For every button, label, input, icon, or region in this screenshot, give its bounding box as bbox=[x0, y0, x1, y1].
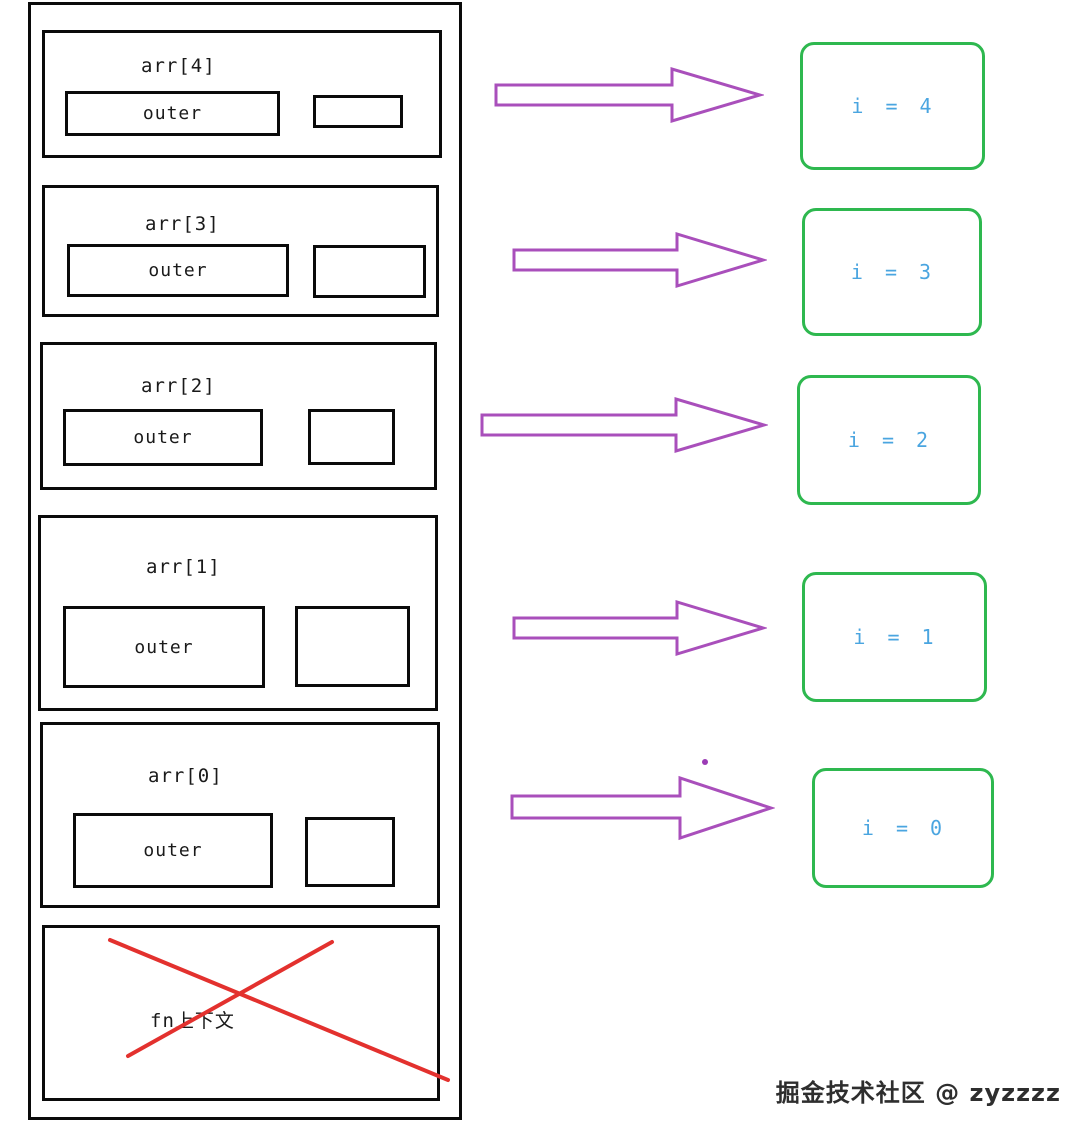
result-box-i4: i = 4 bbox=[800, 42, 985, 170]
stack-frame-arr4: arr[4] outer bbox=[42, 30, 442, 158]
result-label: i = 0 bbox=[861, 816, 945, 840]
outer-scope-box: outer bbox=[63, 409, 263, 466]
outer-scope-box: outer bbox=[63, 606, 265, 688]
result-label: i = 4 bbox=[851, 94, 934, 118]
empty-slot-box bbox=[305, 817, 395, 887]
result-label: i = 2 bbox=[847, 428, 931, 452]
empty-slot-box bbox=[308, 409, 395, 465]
arrow-right-icon bbox=[512, 231, 767, 289]
result-box-i0: i = 0 bbox=[812, 768, 994, 888]
arrow-right-icon bbox=[512, 599, 767, 657]
frame-label-arr2: arr[2] bbox=[141, 375, 216, 397]
result-box-i2: i = 2 bbox=[797, 375, 981, 505]
arrow-right-icon bbox=[480, 396, 768, 454]
outer-scope-label: outer bbox=[143, 840, 203, 861]
watermark-text: 掘金技术社区 @ zyzzzz bbox=[775, 1079, 1061, 1107]
result-box-i1: i = 1 bbox=[802, 572, 987, 702]
stack-frame-arr2: arr[2] outer bbox=[40, 342, 437, 490]
outer-scope-box: outer bbox=[65, 91, 280, 136]
empty-slot-box bbox=[313, 95, 403, 128]
stack-frame-arr1: arr[1] outer bbox=[38, 515, 438, 711]
stack-frame-arr0: arr[0] outer bbox=[40, 722, 440, 908]
outer-scope-box: outer bbox=[67, 244, 289, 297]
stack-frame-fn-context: fn上下文 bbox=[42, 925, 440, 1101]
stray-dot bbox=[702, 759, 708, 765]
result-label: i = 1 bbox=[853, 625, 936, 649]
empty-slot-box bbox=[313, 245, 426, 298]
outer-scope-label: outer bbox=[142, 103, 203, 124]
result-label: i = 3 bbox=[850, 260, 934, 284]
empty-slot-box bbox=[295, 606, 410, 687]
frame-label-fn-context: fn上下文 bbox=[150, 1010, 235, 1032]
outer-scope-label: outer bbox=[134, 636, 194, 658]
arrow-right-icon bbox=[510, 775, 775, 841]
stack-frame-arr3: arr[3] outer bbox=[42, 185, 439, 317]
outer-scope-label: outer bbox=[148, 260, 208, 281]
frame-label-arr1: arr[1] bbox=[146, 556, 221, 578]
frame-label-arr3: arr[3] bbox=[145, 213, 220, 235]
frame-label-arr4: arr[4] bbox=[141, 55, 216, 77]
result-box-i3: i = 3 bbox=[802, 208, 982, 336]
arrow-right-icon bbox=[494, 66, 764, 124]
outer-scope-label: outer bbox=[133, 427, 193, 448]
frame-label-arr0: arr[0] bbox=[148, 765, 223, 787]
outer-scope-box: outer bbox=[73, 813, 273, 888]
